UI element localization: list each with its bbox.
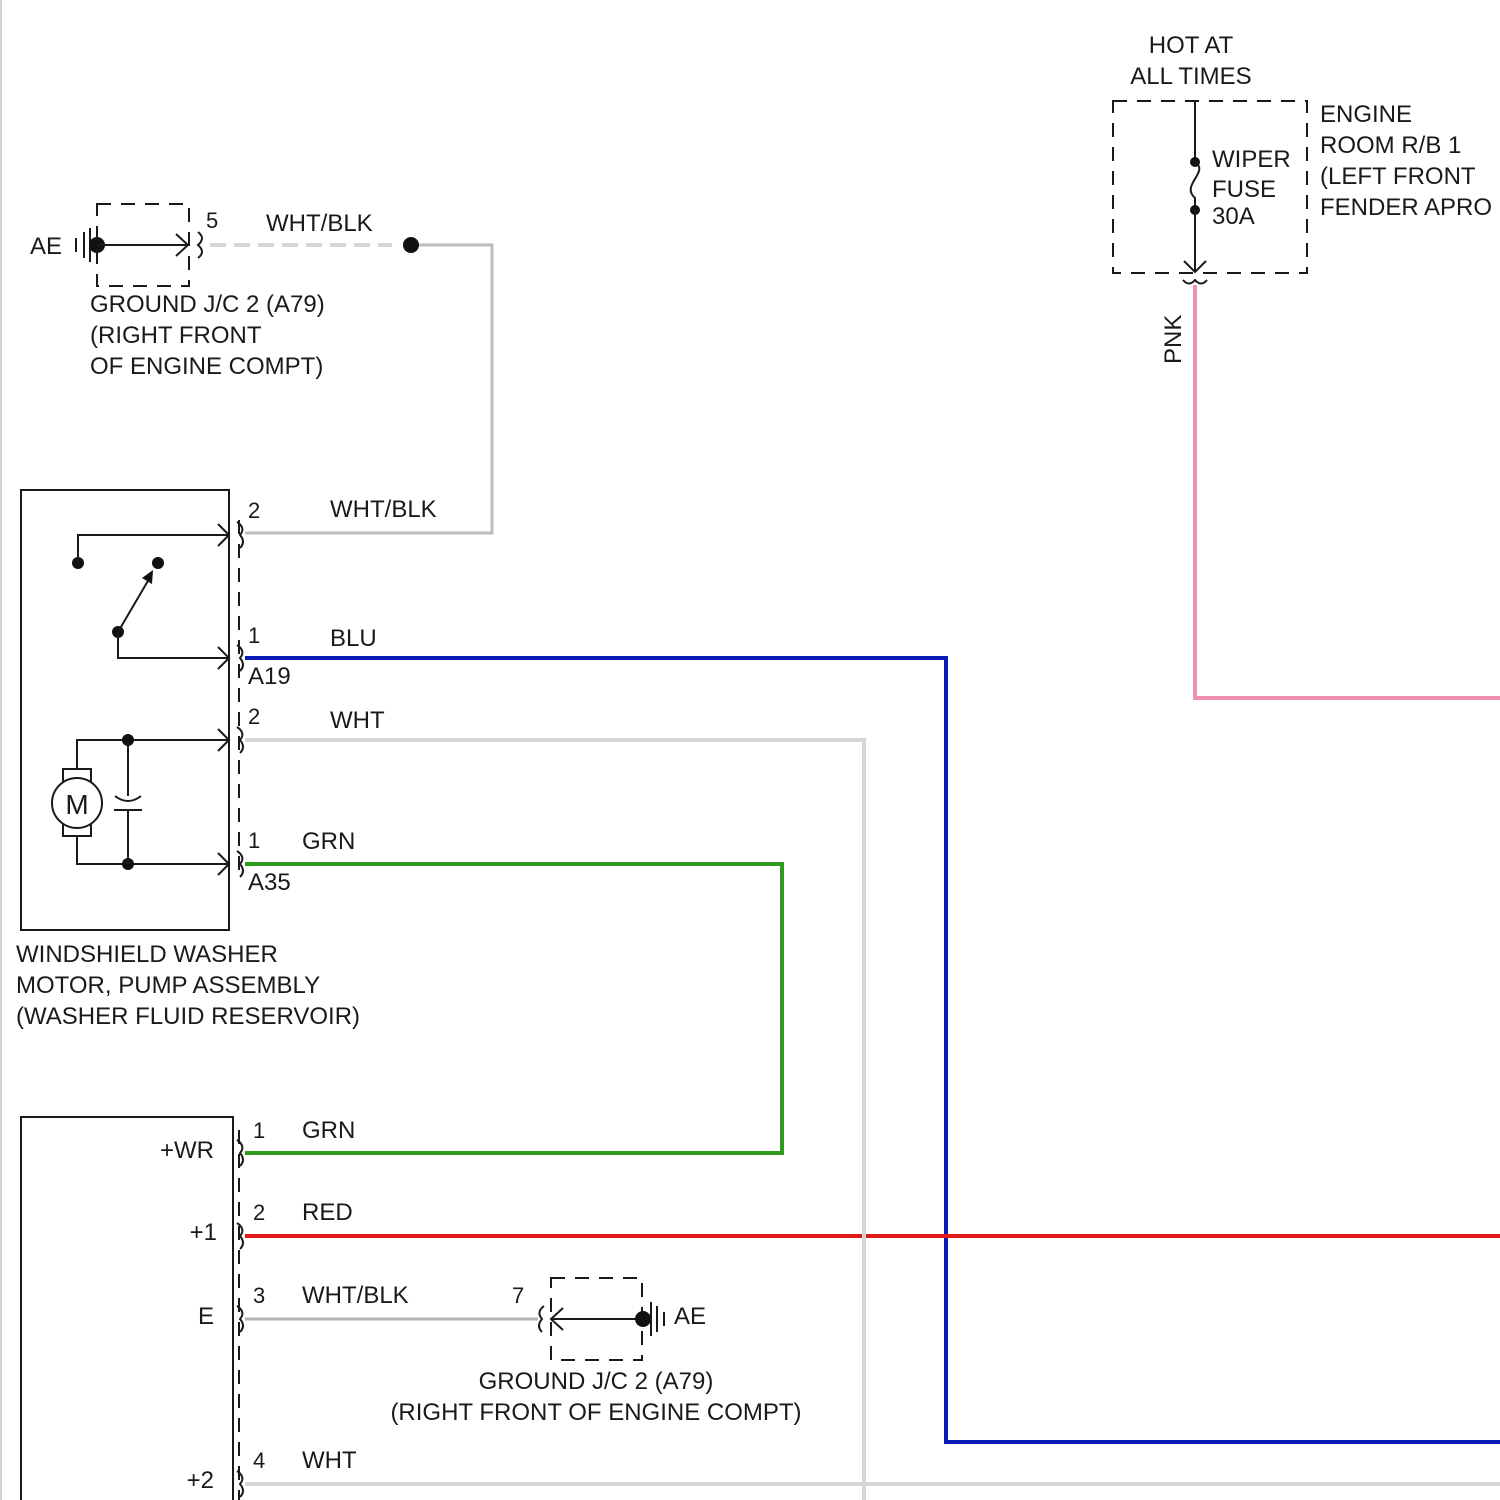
capacitor-icon <box>115 796 141 801</box>
washer-pin-1-wire: WHT/BLK <box>330 496 437 523</box>
relay-box-label-4: FENDER APRO <box>1320 194 1492 221</box>
washer-pin-3-wire: WHT <box>330 707 385 734</box>
wire-pnk <box>1195 285 1500 698</box>
washer-pin-4-wire: GRN <box>302 828 355 855</box>
washer-pin-3-num: 2 <box>248 704 260 729</box>
module-pin-1-wire: GRN <box>302 1117 355 1144</box>
module-pin-2-num: 2 <box>253 1200 265 1225</box>
hot-label-line-2: ALL TIMES <box>1130 63 1251 90</box>
washer-motor-label-1: WINDSHIELD WASHER <box>16 941 278 968</box>
wire-blu <box>245 658 1500 1442</box>
module-term-1: +WR <box>160 1137 214 1164</box>
ground-bottom-code: AE <box>674 1303 706 1330</box>
relay-box-label-2: ROOM R/B 1 <box>1320 132 1461 159</box>
module-term-2: +1 <box>190 1219 217 1246</box>
ground-bottom-label-1: GROUND J/C 2 (A79) <box>479 1368 714 1395</box>
ground-top-pin: 5 <box>206 208 218 233</box>
ground-bottom <box>539 1278 664 1360</box>
module-pin-3-num: 3 <box>253 1283 265 1308</box>
switch-icon <box>118 574 152 632</box>
module-pin-4-num: 4 <box>253 1448 265 1473</box>
module-term-3: E <box>198 1303 214 1330</box>
module-pin-3-wire: WHT/BLK <box>302 1282 409 1309</box>
washer-motor-label-2: MOTOR, PUMP ASSEMBLY <box>16 972 320 999</box>
ground-bottom-pin: 7 <box>512 1283 524 1308</box>
washer-motor-label-3: (WASHER FLUID RESERVOIR) <box>16 1003 360 1030</box>
wire-label-whtblk-top: WHT/BLK <box>266 210 373 237</box>
hot-label-line-1: HOT AT <box>1149 32 1234 59</box>
wire-label-pnk: PNK <box>1160 315 1187 364</box>
washer-connector-bottom: A35 <box>248 869 291 896</box>
washer-pin-2-wire: BLU <box>330 625 377 652</box>
wire-whtblk-top <box>245 245 492 533</box>
ground-top-code: AE <box>30 233 62 260</box>
relay-box-label-3: (LEFT FRONT <box>1320 163 1476 190</box>
fuse-label-1: WIPER <box>1212 146 1291 173</box>
module-pin-2-wire: RED <box>302 1199 353 1226</box>
module-pin-1-num: 1 <box>253 1118 265 1143</box>
relay-box-label-1: ENGINE <box>1320 101 1412 128</box>
fuse-icon <box>1191 162 1200 210</box>
relay-box-outline <box>1113 101 1307 273</box>
motor-symbol: M <box>65 789 88 820</box>
module-pin-4-wire: WHT <box>302 1447 357 1474</box>
washer-connector-top: A19 <box>248 663 291 690</box>
module-term-4: +2 <box>187 1467 214 1494</box>
ground-bottom-label-2: (RIGHT FRONT OF ENGINE COMPT) <box>390 1399 801 1426</box>
fuse-label-2: FUSE <box>1212 176 1276 203</box>
ground-top-label-3: OF ENGINE COMPT) <box>90 353 323 380</box>
washer-pin-4-num: 1 <box>248 828 260 853</box>
splice-point <box>403 237 419 253</box>
washer-pin-2-num: 1 <box>248 623 260 648</box>
ground-top-label-2: (RIGHT FRONT <box>90 322 262 349</box>
washer-motor-box: M <box>21 490 243 930</box>
washer-pin-1-num: 2 <box>248 498 260 523</box>
connector-icon <box>1183 280 1207 284</box>
relay-box <box>1113 101 1307 284</box>
fuse-label-3: 30A <box>1212 203 1255 230</box>
ground-top-label-1: GROUND J/C 2 (A79) <box>90 291 325 318</box>
